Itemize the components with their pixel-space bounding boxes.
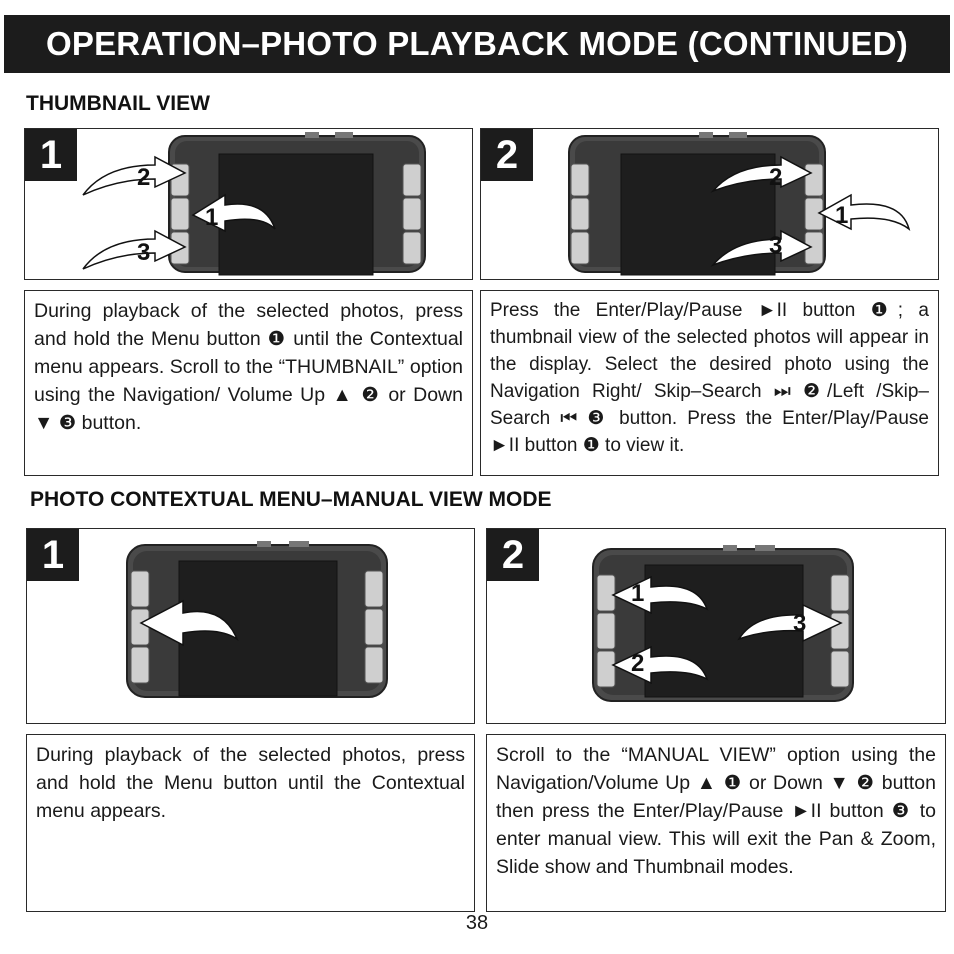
- device-illustration: 2 1 3: [568, 132, 911, 276]
- instruction-text: Scroll to the “MANUAL VIEW” option using…: [496, 744, 936, 878]
- page-number: 38: [465, 912, 489, 934]
- callout-3: 3: [137, 239, 150, 266]
- step-badge: 1: [25, 129, 77, 181]
- instruction-text: Press the Enter/Play/Pause ►II button ❶;…: [490, 300, 929, 456]
- callout-3: 3: [769, 232, 782, 259]
- manual-step-1-panel: 1: [26, 528, 475, 724]
- callout-1: 1: [835, 202, 848, 229]
- page-title: OPERATION–PHOTO PLAYBACK MODE (CONTINUED…: [46, 25, 908, 62]
- callout-2: 2: [769, 164, 782, 191]
- step-badge: 2: [481, 129, 533, 181]
- device-illustration: [126, 541, 388, 698]
- page-header: OPERATION–PHOTO PLAYBACK MODE (CONTINUED…: [4, 15, 950, 73]
- thumbnail-step-1-panel: 1 2 1 3: [24, 128, 473, 280]
- thumbnail-step-2-panel: 2 2 1 3: [480, 128, 939, 280]
- callout-1: 1: [205, 204, 218, 231]
- manual-step-1-text: During playback of the selected photos, …: [26, 734, 475, 912]
- step-badge: 1: [27, 529, 79, 581]
- instruction-text: During playback of the selected photos, …: [36, 744, 465, 822]
- callout-2: 2: [631, 650, 644, 677]
- manual-step-2-panel: 2 1 3 2: [486, 528, 946, 724]
- manual-step-2-text: Scroll to the “MANUAL VIEW” option using…: [486, 734, 946, 912]
- thumbnail-step-2-text: Press the Enter/Play/Pause ►II button ❶;…: [480, 290, 939, 476]
- callout-3: 3: [793, 610, 806, 637]
- instruction-text: During playback of the selected photos, …: [34, 300, 463, 434]
- section-title-thumbnail: THUMBNAIL VIEW: [26, 92, 210, 115]
- section-title-manual-view: PHOTO CONTEXTUAL MENU–MANUAL VIEW MODE: [30, 488, 552, 511]
- callout-2: 2: [137, 164, 150, 191]
- thumbnail-step-1-text: During playback of the selected photos, …: [24, 290, 473, 476]
- device-illustration: 1 3 2: [592, 545, 854, 702]
- device-illustration: 2 1 3: [82, 132, 426, 276]
- step-badge: 2: [487, 529, 539, 581]
- callout-1: 1: [631, 580, 644, 607]
